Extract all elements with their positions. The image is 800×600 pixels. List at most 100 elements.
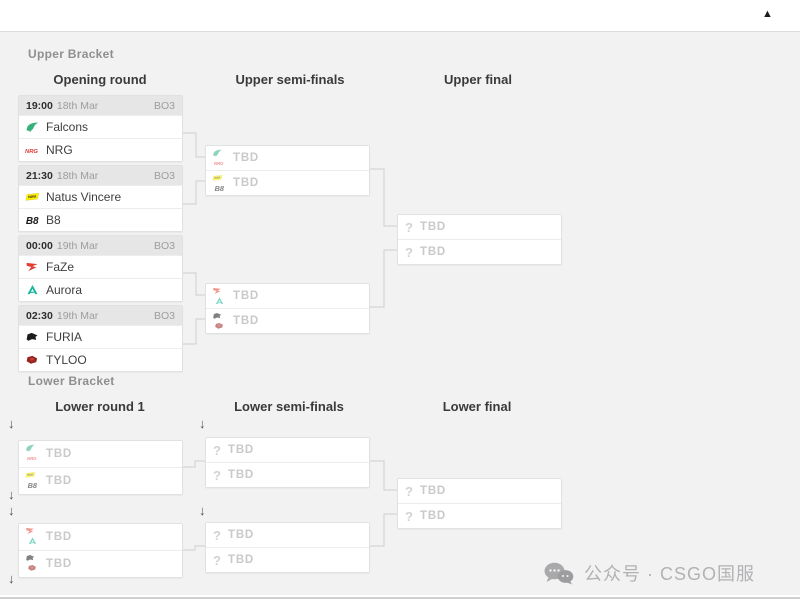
match-date: 18th Mar (56, 169, 99, 182)
b8-logo-icon (27, 480, 38, 490)
match-card-upper-semi-2[interactable]: TBD TBD (205, 283, 370, 334)
match-header: 19:00 18th Mar BO3 (19, 96, 182, 115)
slot-row[interactable]: TBD (19, 550, 182, 577)
match-card-upper-opening-2[interactable]: 21:30 18th Mar BO3 Natus Vincere B8 (18, 165, 183, 232)
team-name: FaZe (46, 260, 75, 274)
tyloo-logo-icon (27, 563, 38, 573)
candidate-icons (212, 146, 227, 170)
team-name: Falcons (46, 120, 89, 134)
match-card-lower-final[interactable]: ? TBD ? TBD (397, 478, 562, 529)
question-icon: ? (405, 483, 413, 499)
slot-row[interactable]: ? TBD (398, 215, 561, 239)
match-format: BO3 (153, 99, 175, 112)
slot-row[interactable]: TBD (19, 467, 182, 494)
furia-logo-icon (212, 311, 223, 321)
team-row[interactable]: TYLOO (19, 348, 182, 371)
match-date: 19th Mar (56, 309, 99, 322)
tbd-label: TBD (420, 485, 447, 497)
tbd-label: TBD (228, 469, 255, 481)
slot-row[interactable]: TBD (206, 170, 369, 195)
slot-row[interactable]: TBD (19, 524, 182, 550)
column-header-lower-round-1: Lower round 1 (55, 399, 145, 414)
nrg-logo-icon (214, 158, 225, 168)
candidate-icons (25, 441, 40, 467)
slot-row[interactable]: TBD (19, 441, 182, 467)
falcons-logo-icon (25, 443, 36, 453)
slot-row[interactable]: ? TBD (206, 523, 369, 547)
team-row[interactable]: Aurora (19, 278, 182, 301)
navi-logo-icon (212, 173, 223, 183)
slot-row[interactable]: ? TBD (398, 503, 561, 528)
team-row[interactable]: Natus Vincere (19, 185, 182, 208)
team-row[interactable]: FaZe (19, 255, 182, 278)
tbd-label: TBD (233, 152, 260, 164)
slot-row[interactable]: ? TBD (398, 239, 561, 264)
match-card-lower-round1-2[interactable]: TBD TBD (18, 523, 183, 578)
tbd-label: TBD (46, 448, 73, 460)
match-header: 00:00 19th Mar BO3 (19, 236, 182, 255)
team-row[interactable]: FURIA (19, 325, 182, 348)
question-icon: ? (213, 552, 221, 568)
slot-row[interactable]: ? TBD (206, 462, 369, 487)
loser-drop-arrow-icon: ↓ (199, 503, 206, 518)
nrg-logo-icon (25, 143, 40, 157)
candidate-icons (25, 468, 40, 494)
b8-logo-icon (25, 213, 40, 227)
column-header-upper-final: Upper final (444, 72, 512, 87)
watermark-text: 公众号 · CSGO国服 (584, 564, 756, 584)
team-row[interactable]: Falcons (19, 115, 182, 138)
b8-logo-icon (214, 183, 225, 193)
navi-logo-icon (25, 190, 40, 204)
match-time: 19:00 (26, 99, 53, 112)
match-time: 02:30 (26, 309, 53, 322)
match-card-upper-final[interactable]: ? TBD ? TBD (397, 214, 562, 265)
tbd-label: TBD (420, 246, 447, 258)
match-card-lower-round1-1[interactable]: TBD TBD (18, 440, 183, 495)
candidate-icons (25, 524, 40, 550)
question-icon: ? (213, 527, 221, 543)
loser-drop-arrow-icon: ↓ (8, 416, 15, 431)
team-name: TYLOO (46, 353, 87, 367)
team-row[interactable]: B8 (19, 208, 182, 231)
furia-logo-icon (25, 330, 40, 344)
loser-drop-arrow-icon: ↓ (8, 487, 15, 502)
match-card-lower-semi-1[interactable]: ? TBD ? TBD (205, 437, 370, 488)
question-icon: ? (405, 508, 413, 524)
team-name: FURIA (46, 330, 82, 344)
team-name: Aurora (46, 283, 83, 297)
match-card-upper-opening-4[interactable]: 02:30 19th Mar BO3 FURIA TYLOO (18, 305, 183, 372)
candidate-icons (212, 309, 227, 333)
tbd-label: TBD (46, 475, 73, 487)
match-format: BO3 (153, 169, 175, 182)
team-row[interactable]: NRG (19, 138, 182, 161)
match-time: 21:30 (26, 169, 53, 182)
match-format: BO3 (153, 309, 175, 322)
column-header-upper-semi-finals: Upper semi-finals (235, 72, 345, 87)
question-icon: ? (213, 467, 221, 483)
match-card-upper-opening-3[interactable]: 00:00 19th Mar BO3 FaZe Aurora (18, 235, 183, 302)
match-card-upper-opening-1[interactable]: 19:00 18th Mar BO3 Falcons NRG (18, 95, 183, 162)
match-header: 02:30 19th Mar BO3 (19, 306, 182, 325)
slot-row[interactable]: ? TBD (206, 438, 369, 462)
navi-logo-icon (25, 470, 36, 480)
tbd-label: TBD (46, 558, 73, 570)
furia-logo-icon (25, 553, 36, 563)
candidate-icons (212, 171, 227, 195)
slot-row[interactable]: TBD (206, 284, 369, 308)
faze-logo-icon (25, 260, 40, 274)
question-icon: ? (405, 219, 413, 235)
slot-row[interactable]: TBD (206, 146, 369, 170)
tbd-label: TBD (228, 529, 255, 541)
chevron-up-icon[interactable]: ▲ (762, 8, 773, 20)
falcons-logo-icon (212, 148, 223, 158)
column-header-lower-semi-finals: Lower semi-finals (234, 399, 344, 414)
aurora-logo-icon (214, 296, 225, 306)
slot-row[interactable]: TBD (206, 308, 369, 333)
match-card-upper-semi-1[interactable]: TBD TBD (205, 145, 370, 196)
faze-logo-icon (25, 526, 36, 536)
slot-row[interactable]: ? TBD (398, 479, 561, 503)
match-card-lower-semi-2[interactable]: ? TBD ? TBD (205, 522, 370, 573)
slot-row[interactable]: ? TBD (206, 547, 369, 572)
tbd-label: TBD (46, 531, 73, 543)
tbd-label: TBD (228, 444, 255, 456)
